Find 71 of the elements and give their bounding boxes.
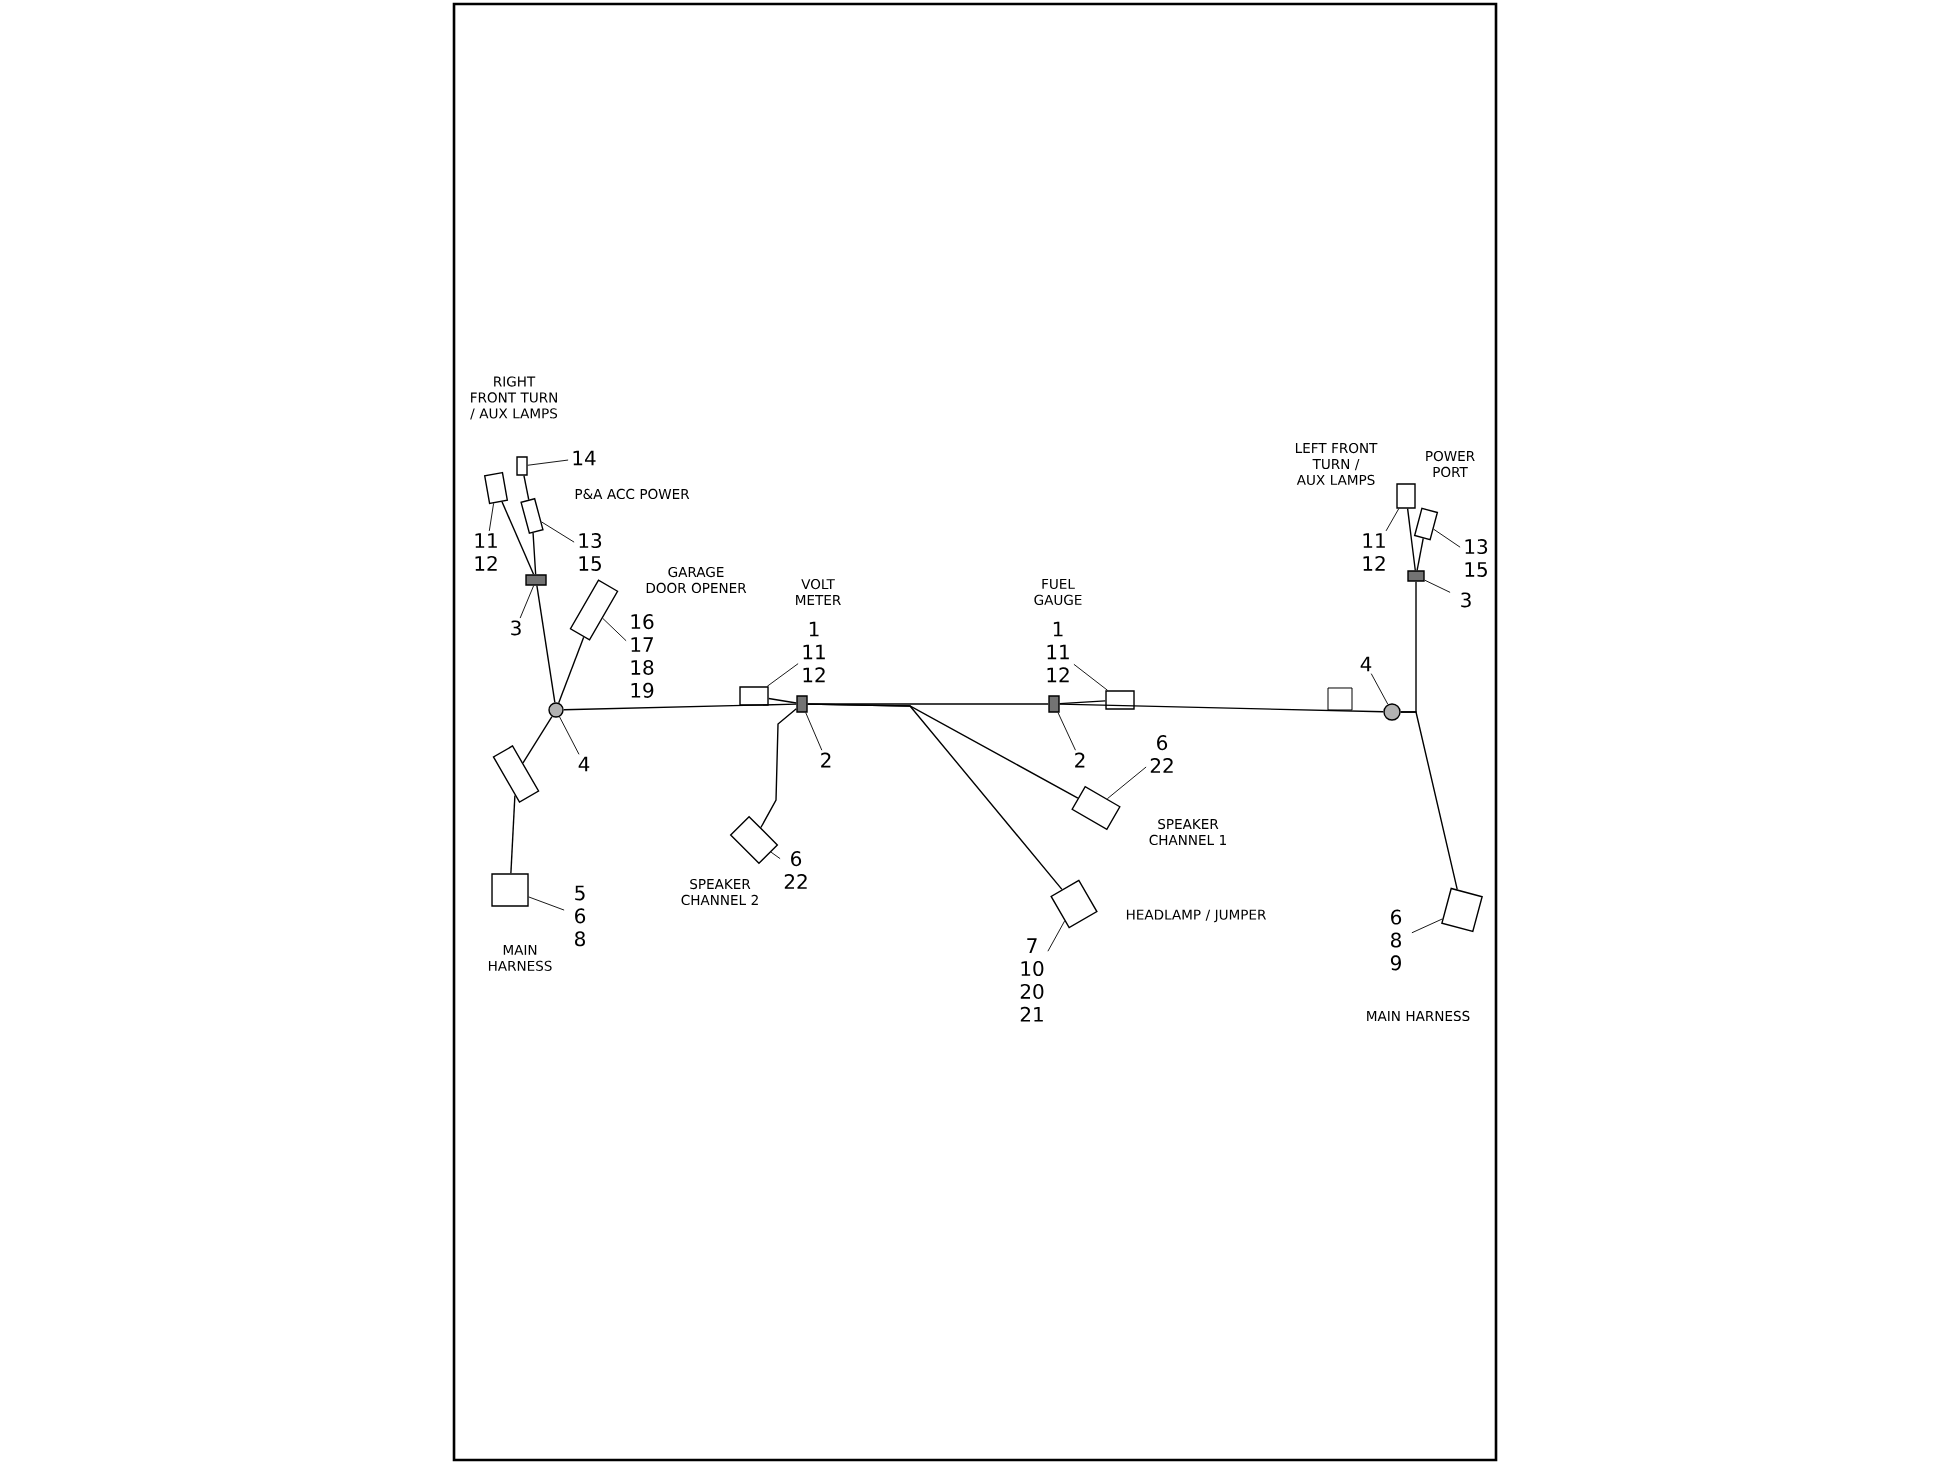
harness-clip [1383, 703, 1401, 721]
callout-number: 13 15 [579, 533, 602, 571]
wire [563, 703, 798, 711]
harness-clip [796, 695, 808, 713]
wire [536, 585, 556, 704]
leader-line [519, 585, 535, 619]
wire [1406, 508, 1416, 571]
connector [1441, 887, 1483, 933]
leader-line [1385, 508, 1400, 532]
callout-number: 11 12 [475, 533, 497, 571]
wire [522, 715, 553, 764]
harness-clip [548, 702, 564, 718]
callout-number: 11 12 [1363, 533, 1385, 571]
leader-line [1106, 766, 1147, 800]
leader-line [1433, 528, 1461, 548]
wire [760, 708, 798, 829]
connector [1413, 507, 1439, 541]
connector [516, 456, 528, 476]
callout-number: 3 [511, 620, 521, 636]
callout-number: 6 8 9 [1390, 909, 1402, 971]
leader-line [770, 851, 781, 860]
callout-number: 4 [1360, 656, 1372, 672]
wire [532, 532, 537, 575]
connector [492, 745, 540, 803]
callout-number: 16 17 18 19 [631, 614, 654, 698]
wire [1416, 537, 1424, 571]
callout-number: 6 22 [784, 851, 807, 889]
leader-line [528, 896, 565, 911]
callout-number: 4 [578, 756, 590, 772]
wire [523, 475, 530, 501]
leader-line [1411, 918, 1443, 934]
callout-number: 5 6 8 [575, 885, 586, 947]
callout-number: 2 [1075, 752, 1085, 768]
leader-line [805, 712, 823, 751]
leader-line [1057, 712, 1076, 751]
harness-clip [1407, 570, 1425, 582]
connector [569, 579, 619, 641]
leader-line [1073, 663, 1108, 691]
wire [1400, 711, 1458, 891]
connector [491, 873, 529, 907]
connector [1105, 690, 1135, 710]
wire [807, 703, 1063, 891]
connector [1396, 483, 1416, 509]
callout-number: 3 [1461, 592, 1471, 608]
harness-clip [1048, 695, 1060, 713]
callout-number: 1 11 12 [803, 621, 825, 683]
wire [1059, 700, 1106, 705]
leader-line [1047, 920, 1066, 952]
callout-number: 6 22 [1150, 735, 1173, 773]
leader-line [541, 521, 575, 543]
harness-clip [525, 574, 547, 586]
leader-line [527, 459, 569, 466]
connector [739, 686, 769, 706]
connector [729, 815, 779, 865]
connector [1050, 879, 1098, 929]
wire [768, 697, 798, 704]
callout-number: 14 [573, 450, 596, 466]
leader-line [1424, 579, 1451, 593]
callout-number: 1 11 12 [1047, 621, 1069, 683]
wire [510, 794, 516, 874]
wire [1059, 703, 1384, 713]
wire [558, 636, 585, 704]
leader-line [766, 663, 799, 687]
leader-line [602, 617, 627, 642]
leader-line [559, 716, 580, 755]
leader-line [488, 502, 495, 532]
leader-line [1370, 673, 1389, 705]
callout-number: 13 15 [1465, 539, 1488, 577]
callout-number: 7 10 20 21 [1020, 938, 1044, 1022]
wire [501, 501, 535, 575]
callout-number: 2 [821, 752, 831, 768]
